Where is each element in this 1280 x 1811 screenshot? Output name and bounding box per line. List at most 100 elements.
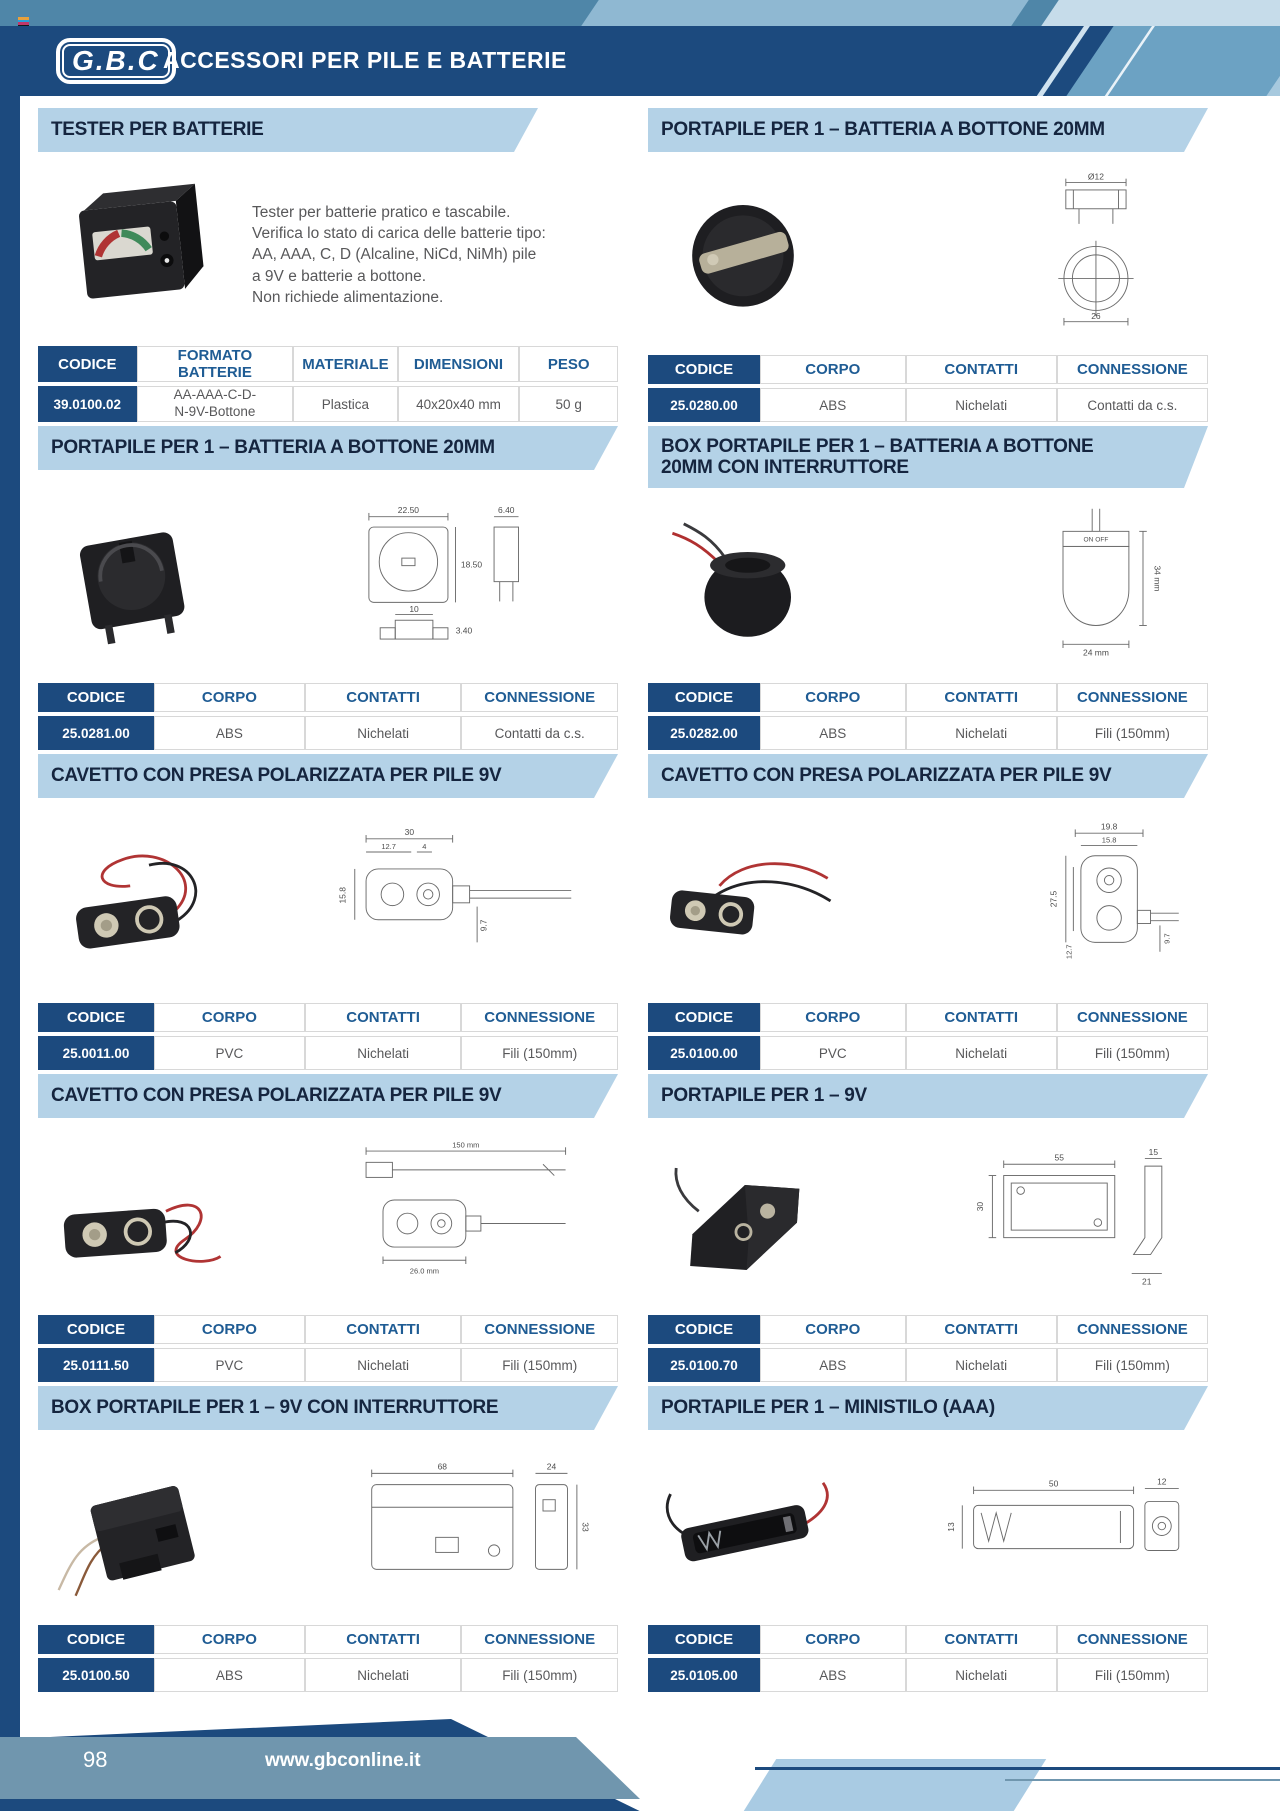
dim-label: 24 bbox=[547, 1461, 557, 1471]
cell-contatti: Nichelati bbox=[304, 716, 462, 750]
product-photo-9v-holder bbox=[674, 1167, 800, 1270]
website-text: www.gbconline.it bbox=[265, 1750, 421, 1771]
cell-codice: 25.0280.00 bbox=[648, 388, 760, 422]
footer-rule-light bbox=[1005, 1779, 1280, 1781]
col-corpo: CORPO bbox=[760, 1315, 906, 1344]
dim-label: ON OFF bbox=[1084, 536, 1109, 543]
technical-drawing: 30 12.7 4 15.8 9.7 bbox=[337, 827, 572, 942]
dim-label: 19.8 bbox=[1101, 821, 1118, 831]
col-corpo: CORPO bbox=[154, 1003, 305, 1032]
cell-codice: 25.0100.00 bbox=[648, 1036, 760, 1070]
section-content: ON OFF 34 mm 24 mm bbox=[648, 488, 1208, 679]
description-line: AA, AAA, C, D (Alcaline, NiCd, NiMh) pil… bbox=[252, 246, 537, 264]
section-tester-batterie: TESTER PER BATTERIE bbox=[38, 108, 618, 426]
dim-label: 9.7 bbox=[479, 919, 489, 931]
dim-label: 34 mm bbox=[1152, 565, 1162, 591]
cell-connessione: Contatti da c.s. bbox=[461, 716, 618, 750]
cell-contatti: Nichelati bbox=[304, 1348, 462, 1382]
table-row: 25.0011.00 PVC Nichelati Fili (150mm) bbox=[38, 1036, 618, 1070]
formato-line: AA-AAA-C-D- bbox=[173, 387, 257, 403]
col-corpo: CORPO bbox=[760, 1625, 906, 1654]
top-band bbox=[0, 0, 1280, 26]
technical-drawing: ON OFF 34 mm 24 mm bbox=[1062, 508, 1162, 657]
dim-label: 6.40 bbox=[498, 504, 515, 514]
cell-corpo: ABS bbox=[760, 1658, 906, 1692]
section-title-line: 20MM CON INTERRUTTORE bbox=[661, 457, 909, 478]
page-header bbox=[0, 26, 1280, 96]
cell-connessione: Fili (150mm) bbox=[461, 1036, 618, 1070]
technical-drawing: 150 mm 26.0 mm bbox=[365, 1140, 567, 1275]
product-table: CODICE CORPO CONTATTI CONNESSIONE 25.010… bbox=[648, 999, 1208, 1074]
section-box-portapile-bottone-interruttore: BOX PORTAPILE PER 1 – BATTERIA A BOTTONE… bbox=[648, 426, 1208, 754]
col-codice: CODICE bbox=[648, 1625, 760, 1654]
description-line: a 9V e batterie a bottone. bbox=[252, 267, 427, 285]
section-title-line: BOX PORTAPILE PER 1 – BATTERIA A BOTTONE bbox=[661, 435, 1094, 457]
section-box-portapile-9v-interruttore: BOX PORTAPILE PER 1 – 9V CON INTERRUTTOR… bbox=[38, 1386, 618, 1696]
col-corpo: CORPO bbox=[154, 1625, 305, 1654]
section-content: 19.8 15.8 27.5 12.7 9.7 bbox=[648, 798, 1208, 999]
top-stripe-decoration bbox=[1041, 0, 1280, 26]
cell-connessione: Fili (150mm) bbox=[461, 1348, 618, 1382]
cell-connessione: Fili (150mm) bbox=[1056, 1658, 1208, 1692]
product-photo-9v-clip bbox=[76, 854, 198, 949]
section-content: Ø12 26 bbox=[648, 152, 1208, 351]
col-materiale: MATERIALE bbox=[293, 346, 398, 383]
cell-codice: 39.0100.02 bbox=[38, 386, 137, 422]
product-photo-9v-clip bbox=[670, 861, 832, 934]
product-photo-9v-clip bbox=[63, 1203, 222, 1263]
section-portapile-9v: PORTAPILE PER 1 – 9V 55 bbox=[648, 1074, 1208, 1386]
product-table: CODICE CORPO CONTATTI CONNESSIONE 25.001… bbox=[38, 999, 618, 1074]
col-corpo: CORPO bbox=[760, 683, 906, 712]
dim-label: 15 bbox=[1149, 1146, 1159, 1156]
product-table: CODICE CORPO CONTATTI CONNESSIONE 25.028… bbox=[38, 679, 618, 754]
technical-drawing: 68 24 33 bbox=[371, 1461, 591, 1570]
section-title: PORTAPILE PER 1 – BATTERIA A BOTTONE 20M… bbox=[51, 437, 495, 459]
col-corpo: CORPO bbox=[760, 355, 906, 384]
section-title-banner: TESTER PER BATTERIE bbox=[38, 108, 538, 152]
section-title-banner: PORTAPILE PER 1 – BATTERIA A BOTTONE 20M… bbox=[38, 426, 618, 470]
dim-label: 12 bbox=[1157, 1476, 1167, 1486]
cell-connessione: Fili (150mm) bbox=[1056, 1036, 1208, 1070]
section-title-banner: PORTAPILE PER 1 – BATTERIA A BOTTONE 20M… bbox=[648, 108, 1208, 152]
col-peso: PESO bbox=[519, 346, 618, 383]
footer-rule-dark bbox=[755, 1767, 1280, 1770]
section-title: PORTAPILE PER 1 – BATTERIA A BOTTONE 20M… bbox=[661, 119, 1105, 141]
cell-contatti: Nichelati bbox=[905, 1658, 1057, 1692]
section-portapile-bottone-cs: PORTAPILE PER 1 – BATTERIA A BOTTONE 20M… bbox=[648, 108, 1208, 426]
section-content: 68 24 33 bbox=[38, 1430, 618, 1621]
section-title-banner: CAVETTO CON PRESA POLARIZZATA PER PILE 9… bbox=[38, 1074, 618, 1118]
product-photo-tester bbox=[79, 183, 204, 299]
cell-corpo: ABS bbox=[154, 716, 305, 750]
table-row: 25.0280.00 ABS Nichelati Contatti da c.s… bbox=[648, 388, 1208, 422]
dim-label: 26 bbox=[1091, 310, 1101, 320]
col-codice: CODICE bbox=[38, 1625, 154, 1654]
col-contatti: CONTATTI bbox=[304, 683, 462, 712]
dim-label: 12.7 bbox=[1064, 944, 1073, 959]
section-title-banner: CAVETTO CON PRESA POLARIZZATA PER PILE 9… bbox=[38, 754, 618, 798]
dim-label: 4 bbox=[422, 842, 426, 851]
cell-connessione: Fili (150mm) bbox=[1056, 716, 1208, 750]
dim-label: 27.5 bbox=[1048, 890, 1058, 907]
cell-contatti: Nichelati bbox=[905, 716, 1057, 750]
col-connessione: CONNESSIONE bbox=[461, 1625, 618, 1654]
cell-corpo: ABS bbox=[154, 1658, 305, 1692]
product-photo-9v-box-switch bbox=[57, 1485, 195, 1596]
cell-connessione: Fili (150mm) bbox=[461, 1658, 618, 1692]
table-header-row: CODICE CORPO CONTATTI CONNESSIONE bbox=[648, 683, 1208, 712]
product-photo-button-cell-holder bbox=[692, 204, 794, 307]
section-title: PORTAPILE PER 1 – 9V bbox=[661, 1085, 867, 1107]
cell-corpo: PVC bbox=[154, 1348, 305, 1382]
dim-label: 150 mm bbox=[452, 1140, 479, 1149]
section-content: 150 mm 26.0 mm bbox=[38, 1118, 618, 1311]
table-row: 25.0100.50 ABS Nichelati Fili (150mm) bbox=[38, 1658, 618, 1692]
section-portapile-bottone-2: PORTAPILE PER 1 – BATTERIA A BOTTONE 20M… bbox=[38, 426, 618, 754]
table-row: 25.0105.00 ABS Nichelati Fili (150mm) bbox=[648, 1658, 1208, 1692]
dim-label: 22.50 bbox=[398, 504, 419, 514]
cell-corpo: ABS bbox=[760, 716, 906, 750]
header-decoration bbox=[1066, 26, 1280, 96]
col-codice: CODICE bbox=[38, 346, 137, 383]
product-table: CODICE CORPO CONTATTI CONNESSIONE 25.010… bbox=[648, 1621, 1208, 1696]
dim-label: Ø12 bbox=[1088, 173, 1104, 182]
cell-contatti: Nichelati bbox=[905, 1348, 1057, 1382]
